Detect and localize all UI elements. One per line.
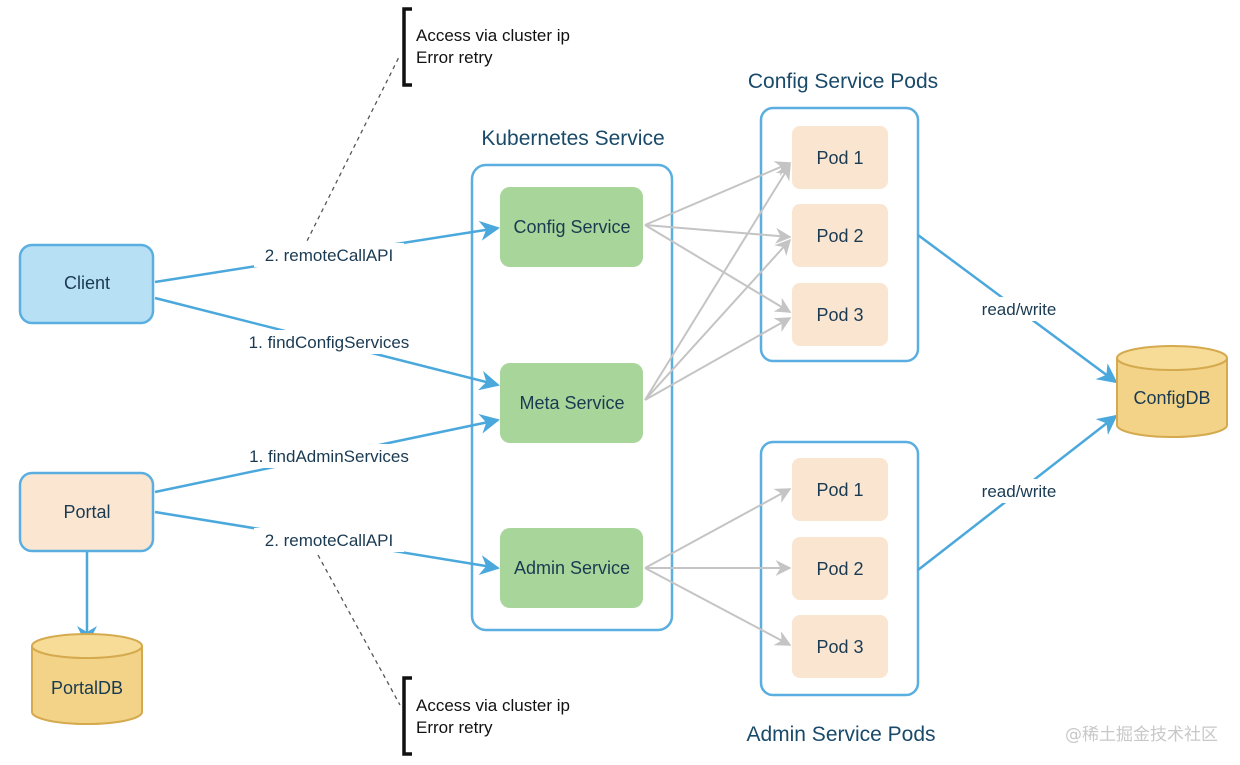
top-note-bracket: [402, 7, 412, 87]
admin-pod-1: [792, 458, 888, 521]
meta-service-label: Meta Service: [519, 393, 624, 413]
meta-to-pod1-arrow: [644, 163, 791, 401]
config-to-pod1-arrow: [644, 161, 792, 226]
admin-service-node: [500, 528, 643, 608]
config-pod-3: [792, 283, 888, 346]
portaldb-label: PortalDB: [51, 678, 123, 698]
top-note-line-2: Error retry: [416, 48, 493, 67]
admin-to-pod3-arrow: [644, 567, 792, 646]
admin-pod-2: [792, 537, 888, 600]
bottom-note-line-2: Error retry: [416, 718, 493, 737]
client-remote-call-label: 2. remoteCallAPI: [265, 246, 394, 265]
client-node: [18, 243, 155, 325]
admin-service-label: Admin Service: [514, 558, 630, 578]
bottom-note-connector: [317, 554, 401, 706]
admin-pod-3: [792, 615, 888, 678]
config-read-write-label: read/write: [982, 300, 1057, 319]
meta-service-node: [500, 363, 643, 443]
config-pod-1-label: Pod 1: [816, 148, 863, 168]
meta-to-pod3-arrow: [644, 317, 792, 401]
admin-read-write-label: read/write: [982, 482, 1057, 501]
meta-to-pod2-arrow: [644, 238, 792, 401]
portal-node: [18, 471, 155, 553]
admin-to-pod1-arrow: [644, 488, 792, 569]
client-find-config-label: 1. findConfigServices: [249, 333, 410, 352]
config-pod-3-label: Pod 3: [816, 305, 863, 325]
admin-pod-2-label: Pod 2: [816, 559, 863, 579]
client-label: Client: [64, 273, 110, 293]
bottom-note-bracket: [402, 676, 412, 756]
portal-remote-call-label: 2. remoteCallAPI: [265, 531, 394, 550]
config-pod-2-label: Pod 2: [816, 226, 863, 246]
configdb-label: ConfigDB: [1133, 388, 1210, 408]
portal-label: Portal: [63, 502, 110, 522]
config-to-pod3-arrow: [644, 224, 792, 313]
config-pod-1: [792, 126, 888, 189]
portal-find-admin-label: 1. findAdminServices: [249, 447, 409, 466]
kubernetes-service-title: Kubernetes Service: [481, 127, 664, 150]
admin-pod-1-label: Pod 1: [816, 480, 863, 500]
config-pods-title: Config Service Pods: [748, 70, 938, 93]
admin-pod-3-label: Pod 3: [816, 637, 863, 657]
admin-pods-title: Admin Service Pods: [746, 723, 935, 746]
portaldb-node: [31, 633, 143, 725]
top-note-connector: [299, 54, 401, 256]
config-service-node: [500, 187, 643, 267]
config-service-label: Config Service: [513, 217, 630, 237]
configdb-node: [1116, 345, 1228, 438]
config-pod-2: [792, 204, 888, 267]
top-note-line-1: Access via cluster ip: [416, 26, 570, 45]
bottom-note-line-1: Access via cluster ip: [416, 696, 570, 715]
config-to-pod2-arrow: [644, 224, 792, 244]
watermark: @稀土掘金技术社区: [1065, 725, 1218, 745]
